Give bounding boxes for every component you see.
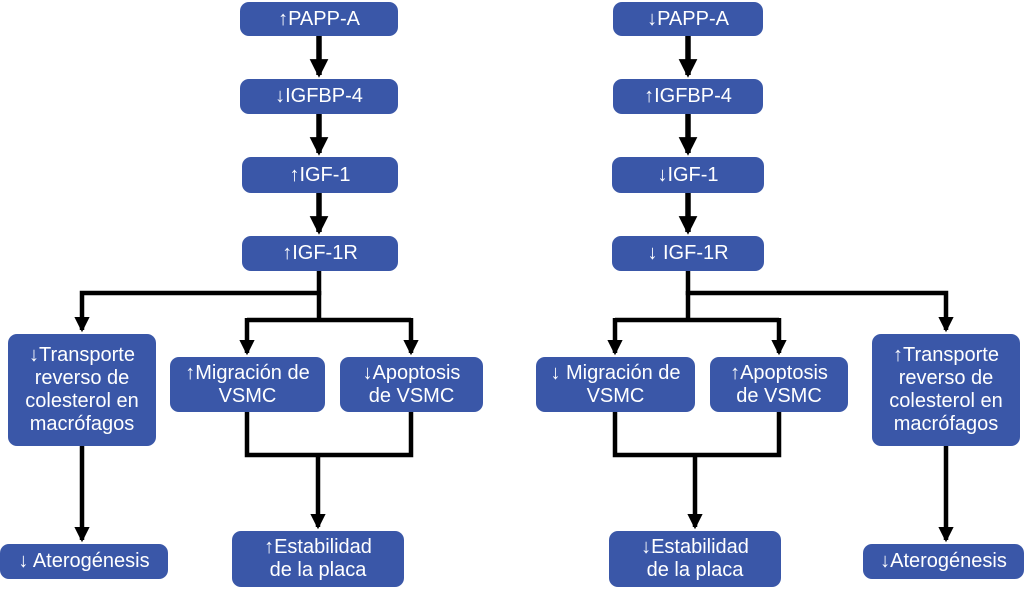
- node-right-apoptosis-vsmc: ↑Apoptosis de VSMC: [710, 357, 848, 412]
- node-left-igfbp-4: ↓IGFBP-4: [240, 79, 398, 114]
- node-right-estabilidad-placa: ↓Estabilidad de la placa: [609, 531, 781, 587]
- arrow-right-igf1r-to-transporte: [685, 271, 954, 333]
- node-right-aterogenesis: ↓Aterogénesis: [863, 544, 1024, 579]
- node-right-papp-a: ↓PAPP-A: [613, 2, 763, 36]
- arrow-left-igf1r-to-transporte: [74, 271, 322, 333]
- node-right-migracion-vsmc: ↓ Migración de VSMC: [536, 357, 695, 412]
- node-left-transporte-reverso: ↓Transporte reverso de colesterol en mac…: [8, 334, 156, 446]
- node-left-igf-1r: ↑IGF-1R: [242, 236, 398, 271]
- node-left-igf-1: ↑IGF-1: [242, 157, 398, 193]
- node-right-igf-1r: ↓ IGF-1R: [612, 236, 764, 271]
- node-left-migracion-vsmc: ↑Migración de VSMC: [170, 357, 325, 412]
- node-left-apoptosis-vsmc: ↓Apoptosis de VSMC: [340, 357, 483, 412]
- node-left-papp-a: ↑PAPP-A: [240, 2, 398, 36]
- node-left-aterogenesis: ↓ Aterogénesis: [0, 544, 168, 579]
- node-right-igfbp-4: ↑IGFBP-4: [613, 79, 763, 114]
- node-right-igf-1: ↓IGF-1: [612, 157, 764, 193]
- node-left-estabilidad-placa: ↑Estabilidad de la placa: [232, 531, 404, 587]
- node-right-transporte-reverso: ↑Transporte reverso de colesterol en mac…: [872, 334, 1020, 446]
- connector-right-join-bar: [612, 412, 782, 458]
- connector-left-join-bar: [244, 412, 414, 458]
